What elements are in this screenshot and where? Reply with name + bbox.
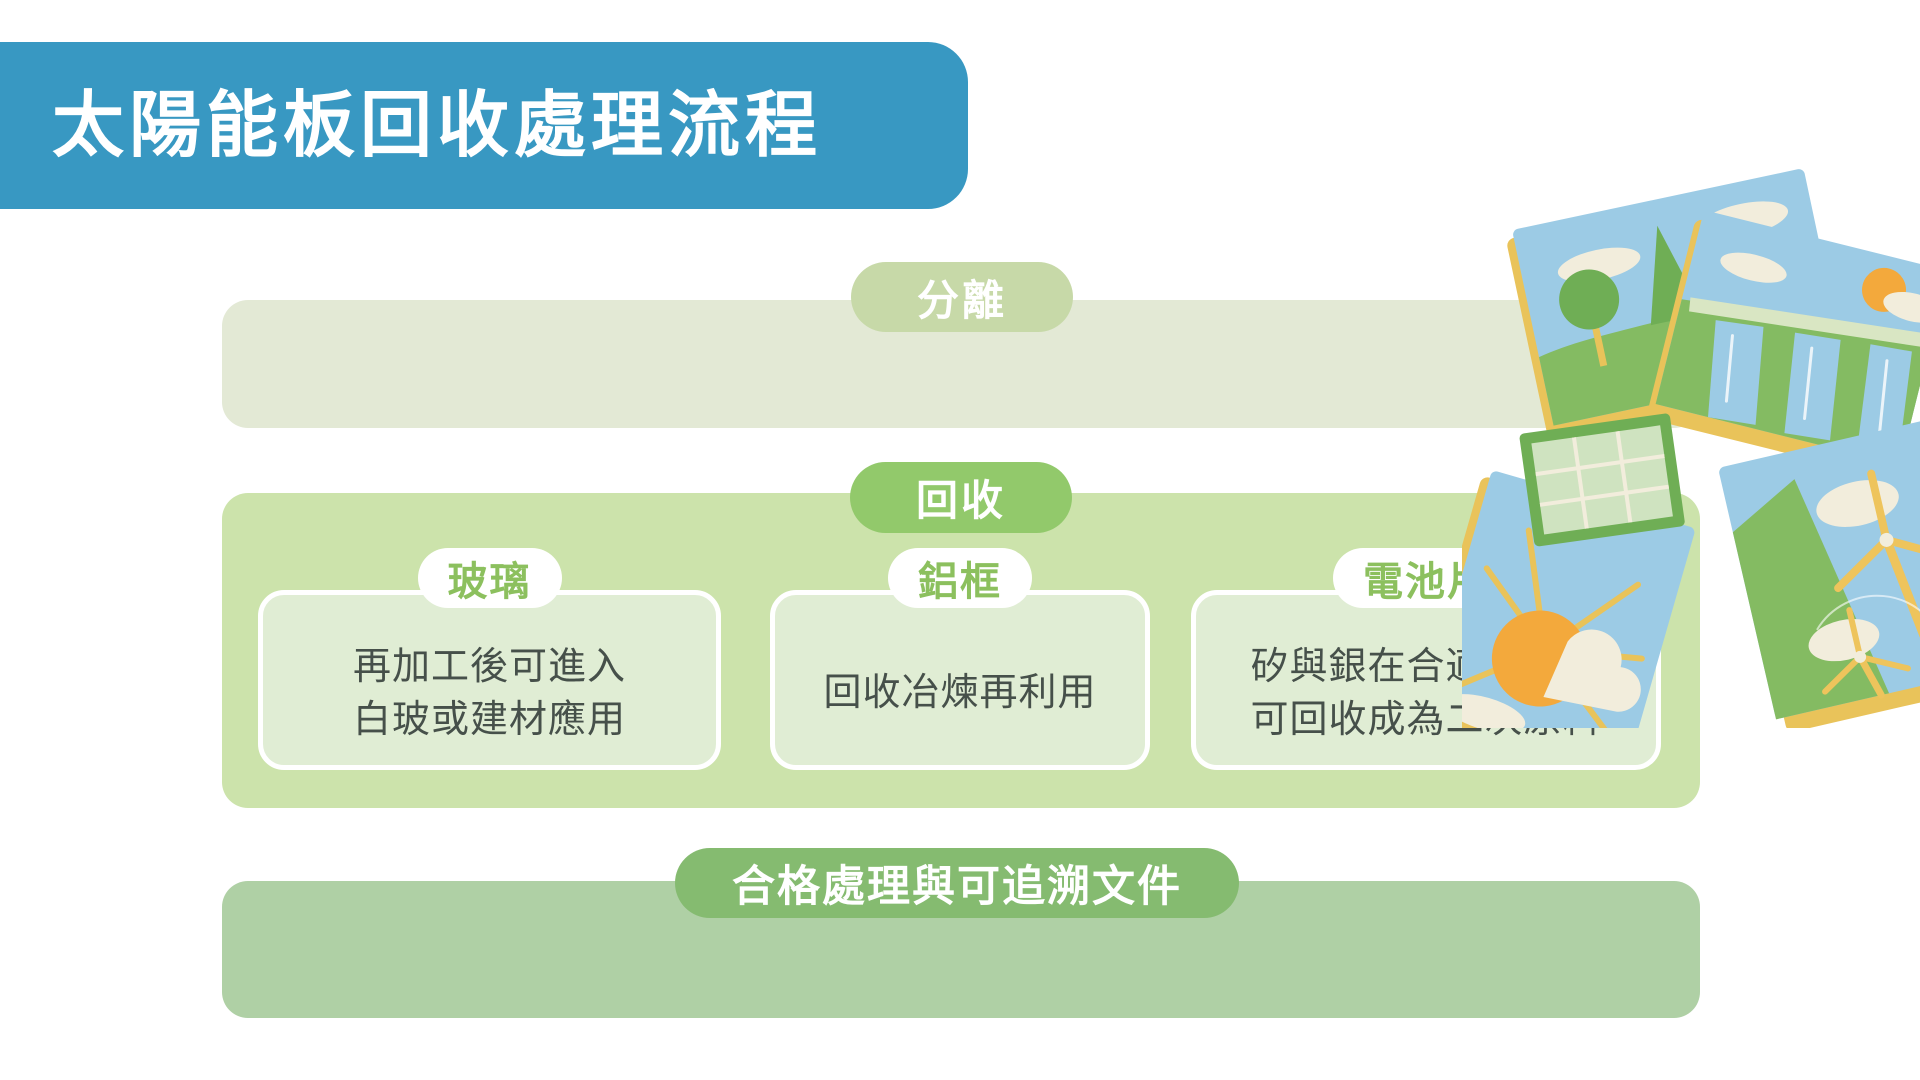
docs-badge: 合格處理與可追溯文件: [675, 848, 1239, 918]
glass-card-text: 再加工後可進入 白玻或建材應用: [352, 645, 626, 741]
title-banner: 太陽能板回收處理流程: [0, 42, 968, 209]
cloud-icon: [1720, 252, 1787, 283]
separation-badge: 分離: [851, 262, 1073, 332]
tree-icon: [1559, 269, 1620, 330]
aluminum-frame-card-text: 回收冶煉再利用: [823, 672, 1097, 715]
wind-turbine-icon: [1822, 607, 1911, 699]
aluminum-frame-card: 鋁框 回收冶煉再利用: [770, 548, 1150, 770]
glass-card-badge: 玻璃: [417, 548, 562, 608]
hydro-dam-photo: [1647, 211, 1920, 479]
recycle-loop-illustration: [1462, 169, 1920, 728]
hill-icon: [1732, 479, 1890, 720]
aluminum-frame-card-badge: 鋁框: [888, 548, 1032, 608]
cloud-icon: [1883, 291, 1920, 323]
glass-card: 玻璃 再加工後可進入 白玻或建材應用: [258, 548, 721, 770]
recycle-badge: 回收: [850, 462, 1072, 533]
wind-turbine-photo: [1719, 420, 1920, 728]
page-title: 太陽能板回收處理流程: [52, 85, 823, 166]
solar-panel-photo: [1462, 413, 1695, 728]
cloud-icon: [1543, 629, 1641, 712]
cloud-icon: [1462, 694, 1526, 728]
solar-panel-icon: [1519, 413, 1685, 547]
